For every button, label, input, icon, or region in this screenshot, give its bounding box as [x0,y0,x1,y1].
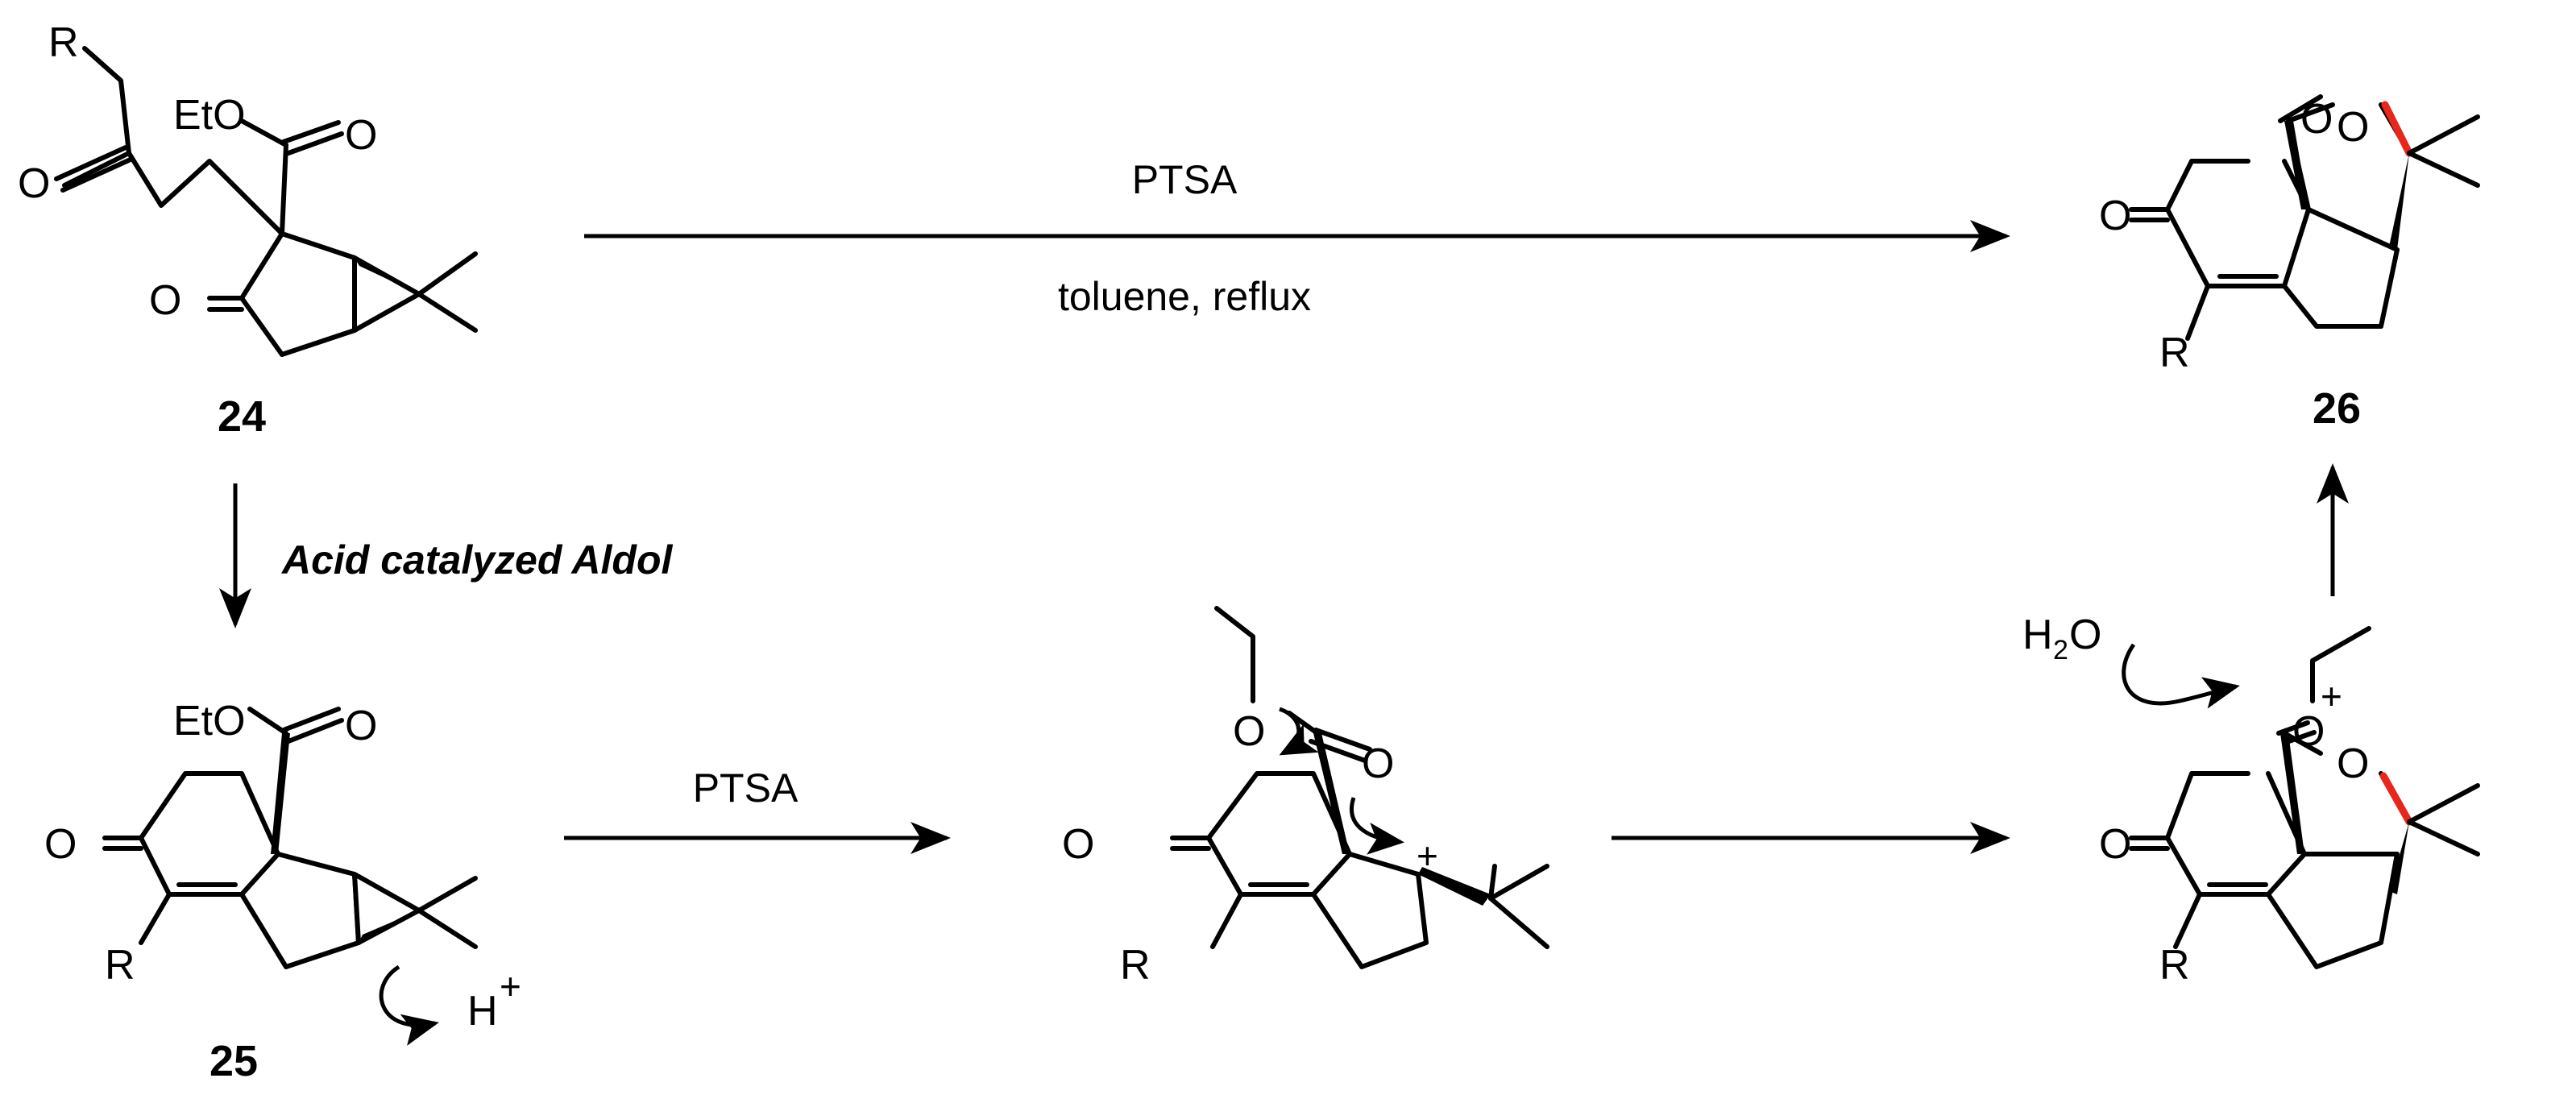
top-conditions-label: toluene, reflux [1058,274,1311,319]
water-o: O [2069,612,2101,658]
atom-o-cation-carbonyl: O [1362,740,1394,787]
compound-label-26: 26 [2313,384,2361,433]
atom-o-26-lactone: O [2337,104,2369,151]
cation-charge: + [1417,835,1438,877]
atom-r-cation: R [1120,942,1151,989]
atom-r-25: R [105,942,135,989]
aldol-label: Acid catalyzed Aldol [280,537,673,583]
atom-o-cation-ether: O [1233,708,1265,755]
oxocarbenium-charge: + [2321,675,2342,717]
atom-r-oxocarbenium: R [2159,942,2190,989]
atom-r-24: R [48,19,79,66]
compound-26-structure [2129,94,2480,341]
top-reagent-label: PTSA [1132,157,1238,202]
curved-arrow-25 [379,964,439,1046]
proton-charge: + [500,965,521,1007]
atom-h-proton: H [467,988,498,1035]
compound-25-structure [102,707,478,969]
atom-o-25-ketone: O [44,821,77,868]
water-subscript: 2 [2053,635,2068,666]
curved-arrow-carbonyl [1350,797,1404,855]
compound-24-structure [54,46,478,357]
bottom-reagent-label: PTSA [693,765,799,811]
curved-arrow-water [2122,643,2240,709]
curved-arrow-ether [1279,707,1319,756]
atom-eto-24: EtO [173,92,246,139]
compound-label-24: 24 [218,392,266,441]
atom-o-26-ketone: O [2099,193,2131,239]
compound-label-25: 25 [209,1037,258,1085]
oxocarbenium-structure [2129,626,2480,969]
atom-o-26-carbonyl: O [2300,96,2333,143]
atom-eto-25: EtO [173,698,246,744]
atom-o-cation-ketone: O [1062,821,1094,868]
atom-r-26: R [2159,330,2190,376]
atom-o-oxocarbenium-ring: O [2337,740,2369,787]
water-h: H [2022,612,2053,658]
atom-o-24-ester: O [345,112,377,159]
atom-o-25-ester: O [345,703,377,749]
atom-o-24-ring: O [149,277,181,324]
cation-intermediate-structure [1170,606,1549,969]
atom-o-oxocarbenium-ketone: O [2099,821,2131,868]
atom-o-24-ketone: O [18,160,50,207]
atom-o-oxocarbenium: O [2292,708,2325,755]
